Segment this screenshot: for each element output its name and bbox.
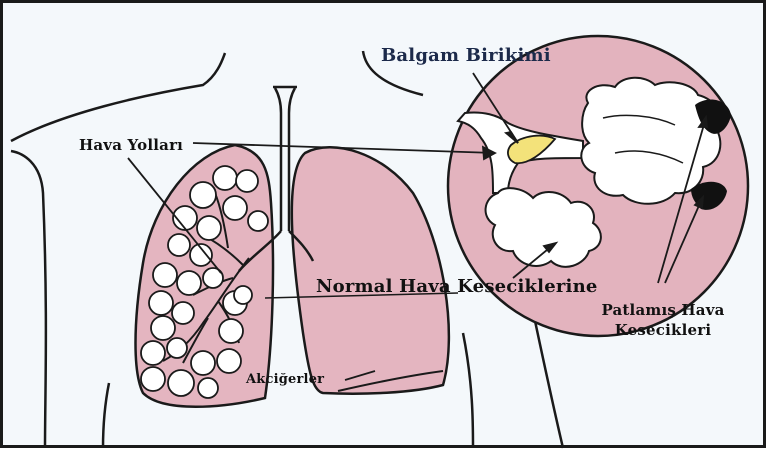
label-ruptured-alveoli-line2: Kesecikleri: [598, 321, 728, 339]
label-ruptured-alveoli-line1: Patlamış Hava: [598, 301, 728, 319]
label-airways: Hava Yolları: [79, 136, 183, 154]
right-lung: [292, 147, 449, 393]
label-normal-alveoli: Normal Hava Keseciklerine: [316, 276, 598, 297]
label-mucus-buildup: Balgam Birikimi: [381, 45, 551, 66]
lung-illustration: [3, 3, 766, 451]
label-lungs: Akciğerler: [246, 372, 324, 387]
